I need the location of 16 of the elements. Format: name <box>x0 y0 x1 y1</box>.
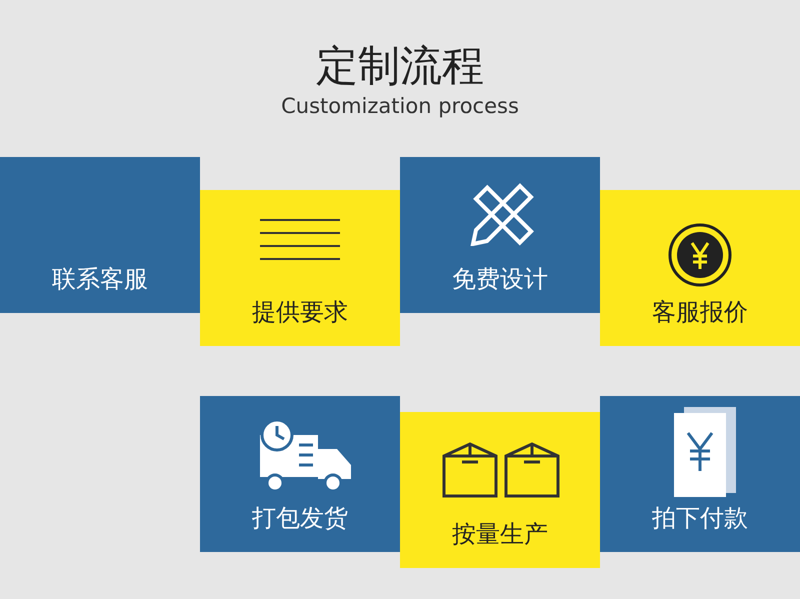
step-label: 免费设计 <box>452 264 548 295</box>
step-tile <box>600 190 800 346</box>
step-tile <box>200 396 400 552</box>
step-label: 提供要求 <box>252 297 348 328</box>
step-label: 联系客服 <box>52 264 148 295</box>
step-tile <box>200 190 400 346</box>
subtitle: Customization process <box>281 94 519 118</box>
step-tile <box>400 412 600 568</box>
step-tile <box>0 157 200 313</box>
step-tile <box>600 396 800 552</box>
title: 定制流程 <box>315 40 485 92</box>
step-label: 按量生产 <box>452 519 548 550</box>
step-tile <box>400 157 600 313</box>
step-label: 客服报价 <box>652 297 748 328</box>
step-label: 拍下付款 <box>652 503 748 534</box>
step-label: 打包发货 <box>252 503 348 534</box>
